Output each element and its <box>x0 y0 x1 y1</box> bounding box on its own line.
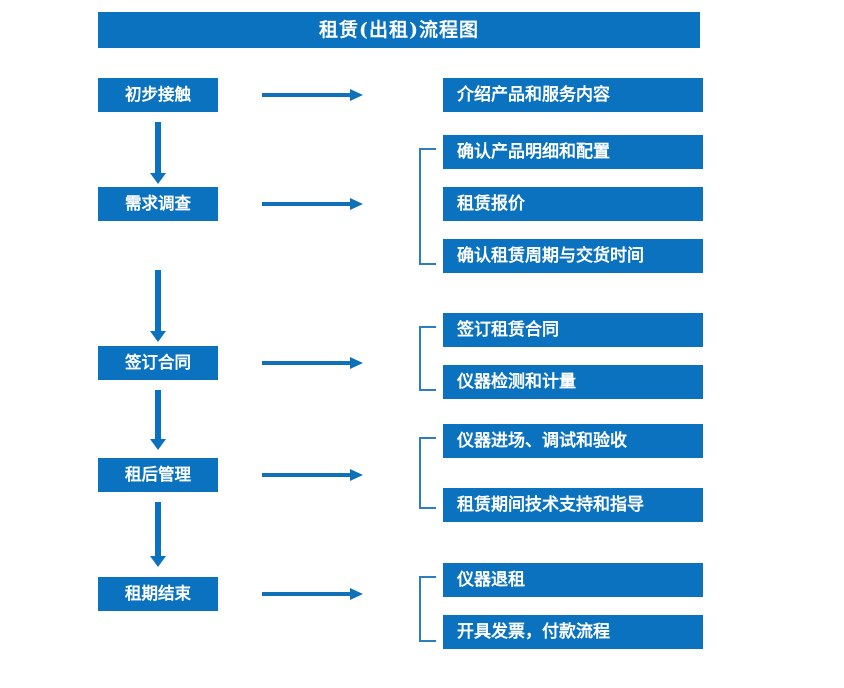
arrow-head <box>150 173 166 184</box>
group-bracket-icon <box>419 148 436 265</box>
arrow-down-icon <box>147 270 169 342</box>
detail-box-介绍产品和服务内容[interactable]: 介绍产品和服务内容 <box>443 78 703 112</box>
detail-box-租赁报价[interactable]: 租赁报价 <box>443 187 703 221</box>
arrow-stem <box>155 390 161 439</box>
detail-box-租赁期间技术支持和指导[interactable]: 租赁期间技术支持和指导 <box>443 488 703 522</box>
detail-label: 签订租赁合同 <box>457 319 559 340</box>
stage-box-签订合同[interactable]: 签订合同 <box>98 346 218 380</box>
detail-label: 开具发票，付款流程 <box>457 621 610 642</box>
arrow-head <box>150 331 166 342</box>
detail-label: 介绍产品和服务内容 <box>457 84 610 105</box>
arrow-right-icon <box>262 467 366 483</box>
arrow-right-icon <box>262 87 366 103</box>
arrow-stem <box>262 592 352 596</box>
stage-label: 需求调查 <box>125 193 191 213</box>
arrow-head <box>150 556 166 567</box>
arrow-stem <box>262 473 352 477</box>
detail-label: 仪器进场、调试和验收 <box>457 430 627 451</box>
arrow-right-icon <box>262 355 366 371</box>
detail-box-仪器检测和计量[interactable]: 仪器检测和计量 <box>443 365 703 399</box>
arrow-head <box>350 89 363 101</box>
arrow-down-icon <box>147 502 169 567</box>
stage-box-租后管理[interactable]: 租后管理 <box>98 458 218 492</box>
detail-label: 确认产品明细和配置 <box>457 141 610 162</box>
detail-label: 租赁报价 <box>457 193 525 214</box>
arrow-down-icon <box>147 390 169 450</box>
detail-box-仪器进场调试和验收[interactable]: 仪器进场、调试和验收 <box>443 424 703 458</box>
stage-label: 初步接触 <box>125 84 191 104</box>
arrow-stem <box>262 361 352 365</box>
arrow-head <box>350 198 363 210</box>
detail-label: 仪器退租 <box>457 569 525 590</box>
arrow-right-icon <box>262 196 366 212</box>
arrow-head <box>350 588 363 600</box>
stage-label: 租后管理 <box>125 464 191 484</box>
arrow-stem <box>262 202 352 206</box>
stage-label: 签订合同 <box>125 352 191 372</box>
detail-label: 仪器检测和计量 <box>457 371 576 392</box>
arrow-stem <box>155 270 161 331</box>
detail-box-开具发票付款流程[interactable]: 开具发票，付款流程 <box>443 615 703 649</box>
arrow-head <box>350 357 363 369</box>
detail-box-确认租赁周期与交货时间[interactable]: 确认租赁周期与交货时间 <box>443 239 703 273</box>
page-title: 租赁(出租)流程图 <box>319 18 479 41</box>
arrow-stem <box>155 122 161 173</box>
detail-box-仪器退租[interactable]: 仪器退租 <box>443 563 703 597</box>
stage-box-租期结束[interactable]: 租期结束 <box>98 577 218 611</box>
arrow-head <box>350 469 363 481</box>
stage-box-初步接触[interactable]: 初步接触 <box>98 78 218 112</box>
detail-box-签订租赁合同[interactable]: 签订租赁合同 <box>443 313 703 347</box>
arrow-stem <box>155 502 161 556</box>
stage-label: 租期结束 <box>125 583 191 603</box>
arrow-head <box>150 439 166 450</box>
arrow-stem <box>262 93 352 97</box>
detail-box-确认产品明细和配置[interactable]: 确认产品明细和配置 <box>443 135 703 169</box>
arrow-right-icon <box>262 586 366 602</box>
group-bracket-icon <box>419 437 436 509</box>
arrow-down-icon <box>147 122 169 184</box>
flowchart-title-banner: 租赁(出租)流程图 <box>98 12 700 48</box>
stage-box-需求调查[interactable]: 需求调查 <box>98 187 218 221</box>
detail-label: 租赁期间技术支持和指导 <box>457 494 644 515</box>
group-bracket-icon <box>419 326 436 391</box>
group-bracket-icon <box>419 576 436 642</box>
detail-label: 确认租赁周期与交货时间 <box>457 245 644 266</box>
